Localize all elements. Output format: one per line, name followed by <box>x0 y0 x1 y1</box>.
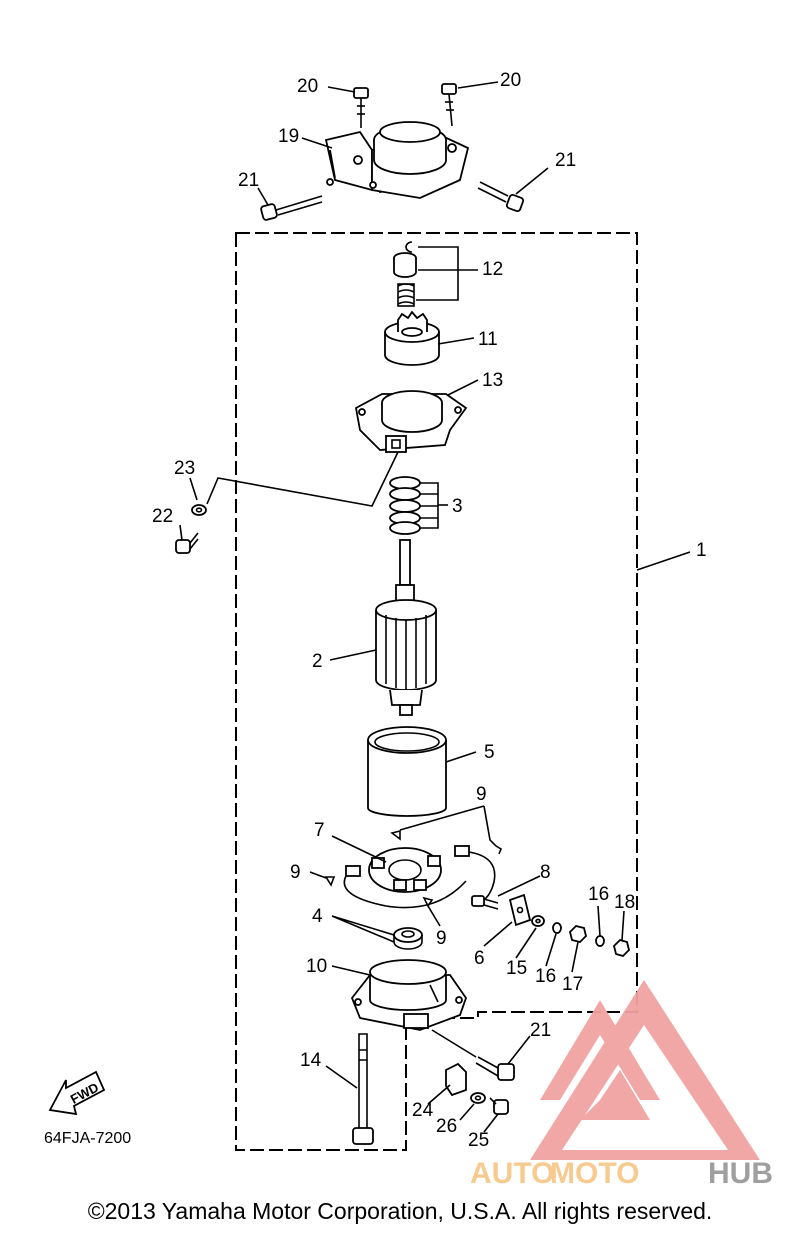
callout-3: 3 <box>452 496 463 517</box>
part-7-brush-holder <box>343 845 496 909</box>
part-10-rear-cover <box>350 959 468 1031</box>
part-24-grommet <box>445 1062 467 1097</box>
callout-16b: 16 <box>535 966 556 987</box>
callout-21b: 21 <box>555 150 576 171</box>
callout-10: 10 <box>306 956 327 977</box>
callout-9b: 9 <box>290 862 301 883</box>
copyright-notice: ©2013 Yamaha Motor Corporation, U.S.A. A… <box>87 1198 713 1224</box>
assembly-boundary <box>235 232 638 1151</box>
part-4-bushing <box>393 927 423 950</box>
callout-21c: 21 <box>530 1020 551 1041</box>
part-19-bracket <box>324 121 470 199</box>
part-20-bolt-left <box>353 87 369 128</box>
automotohub-logo: AUTO MOTO HUB <box>470 980 773 1190</box>
fwd-arrow: FWD <box>48 1070 106 1116</box>
callout-9a: 9 <box>476 784 487 805</box>
part-12-clip-collar-spring <box>393 241 417 307</box>
part-25-bolt <box>489 1097 509 1115</box>
part-6-plate <box>508 893 532 927</box>
callout-11: 11 <box>478 329 498 350</box>
part-2-armature <box>375 539 437 716</box>
part-18-nut <box>613 938 630 958</box>
part-17-nut <box>569 925 587 943</box>
callout-22: 22 <box>152 506 173 527</box>
callout-16a: 16 <box>588 884 609 905</box>
callout-13: 13 <box>482 370 503 391</box>
part-21-bolt-bottom <box>431 1029 515 1081</box>
logo-text-hub: HUB <box>708 1157 773 1190</box>
callout-14: 14 <box>300 1050 322 1071</box>
callout-8: 8 <box>540 862 551 883</box>
part-11-pinion <box>384 310 440 366</box>
logo-text-moto: MOTO <box>550 1157 639 1190</box>
callout-1: 1 <box>696 540 707 561</box>
callout-21a: 21 <box>238 170 259 191</box>
callout-7: 7 <box>314 820 325 841</box>
callout-20b: 20 <box>500 70 521 91</box>
diagram-code: 64FJA-7200 <box>44 1130 131 1147</box>
part-9-clips <box>324 829 502 908</box>
leader-lines <box>179 81 691 1133</box>
callout-24: 24 <box>412 1100 434 1121</box>
callout-9c: 9 <box>436 928 447 949</box>
callout-26: 26 <box>436 1116 457 1137</box>
part-8-terminal-bolt <box>471 895 499 910</box>
part-14-through-bolt <box>352 1033 374 1145</box>
callout-18: 18 <box>614 892 635 913</box>
callout-6: 6 <box>474 948 485 969</box>
part-22-bolt <box>175 532 199 554</box>
callout-23: 23 <box>174 458 195 479</box>
callout-5: 5 <box>484 742 495 763</box>
part-3-washer-stack <box>389 476 439 535</box>
callout-19: 19 <box>278 126 299 147</box>
part-13-front-cover <box>354 390 468 453</box>
callout-12: 12 <box>482 259 503 280</box>
part-15-washer <box>531 915 545 927</box>
part-20-bolt-right <box>441 83 457 127</box>
part-16-washer-right <box>595 935 605 947</box>
callout-17: 17 <box>562 974 583 995</box>
part-21-bolt-left <box>260 195 323 221</box>
logo-text-auto: AUTO <box>470 1157 554 1190</box>
callout-2: 2 <box>312 651 323 672</box>
callout-20a: 20 <box>297 76 318 97</box>
part-16-washer-left <box>552 922 562 934</box>
part-26-washer <box>470 1092 486 1104</box>
callout-15: 15 <box>506 958 527 979</box>
part-23-washer <box>191 504 207 516</box>
callout-labels: 20 20 19 21 21 12 11 13 23 3 22 1 2 5 9 … <box>152 70 707 1151</box>
part-5-yoke <box>367 726 447 817</box>
part-21-bolt-right <box>477 181 525 213</box>
callout-4: 4 <box>312 906 323 927</box>
callout-25: 25 <box>468 1130 489 1151</box>
